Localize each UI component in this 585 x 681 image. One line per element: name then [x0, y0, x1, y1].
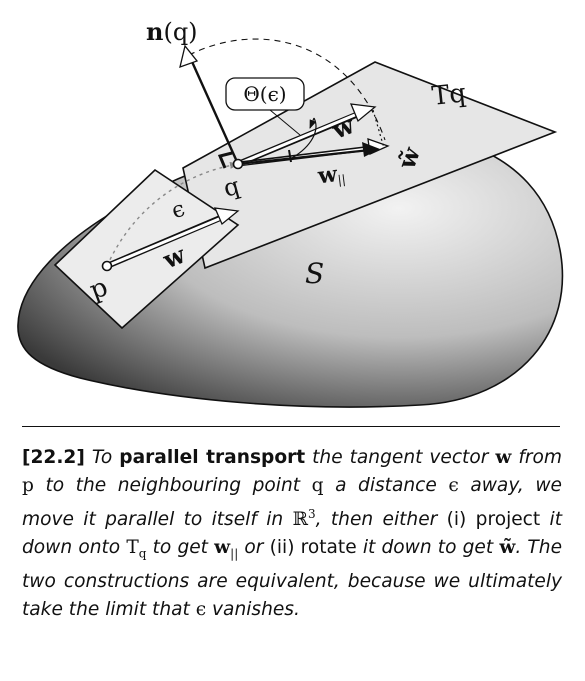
caption-number: [22.2] [22, 447, 85, 468]
caption-text-12: . The two constructions are equivalent, … [22, 537, 563, 620]
projection-line [372, 109, 385, 149]
caption-text-11: it down to get [356, 537, 500, 559]
caption-epsilon-2: ϵ [195, 598, 207, 620]
point-p-marker [101, 260, 113, 272]
caption-text-1: To [84, 447, 120, 468]
angle-label: Θ(ϵ) [243, 82, 286, 106]
caption-text-9: to get [146, 537, 215, 559]
normal-vector-head [179, 44, 199, 69]
caption-R-exp: 3 [307, 507, 316, 521]
caption-divider [22, 426, 560, 427]
vector-w-at-p-head [213, 207, 240, 226]
caption-w: w [495, 447, 512, 468]
caption-w-par-sub: || [230, 546, 239, 561]
figure-caption: [22.2] To parallel transport the tangent… [22, 444, 562, 624]
angle-label-box [225, 77, 305, 111]
caption-T-sub: q [138, 546, 147, 561]
caption-term: parallel transport [119, 447, 306, 468]
normal-vector [187, 54, 240, 165]
angle-label-leader [269, 109, 301, 136]
caption-option-1: (i) project [446, 509, 541, 531]
right-angle-marker [217, 151, 233, 169]
caption-text-5: a distance [323, 475, 449, 496]
vector-w-parallel-head [362, 142, 380, 157]
rotation-arc [188, 38, 386, 141]
caption-text-6: away, we move it parallel to itself in [22, 475, 562, 531]
caption-text-7: , then either [315, 509, 447, 531]
vector-w-at-q-head [349, 103, 377, 123]
plane-label-tq: Tq [431, 78, 468, 111]
caption-text-3: from [511, 447, 562, 468]
caption-R: ℝ [292, 509, 308, 531]
caption-text-4: to the neighbouring point [33, 475, 312, 496]
vector-w-parallel-label: w|| [316, 160, 347, 189]
caption-q: q [311, 475, 324, 496]
caption-text-10: or [238, 537, 270, 559]
point-q-label: q [220, 172, 242, 203]
vector-w-parallel [237, 148, 371, 166]
caption-p: p [22, 475, 34, 496]
caption-text-13: vanishes. [206, 598, 300, 620]
parallel-transport-diagram: n(q) Θ(ϵ) Tq S p q ϵ w w w̃ w|| [17, 17, 564, 408]
caption-option-2: (ii) rotate [269, 537, 357, 559]
point-q-marker [232, 158, 244, 170]
normal-label: n(q) [146, 17, 198, 46]
caption-w-par: w [214, 537, 231, 559]
surface-label: S [305, 257, 324, 290]
caption-text-8: it down onto [22, 509, 563, 559]
caption-text-2: the tangent vector [305, 447, 496, 468]
caption-w-tilde: w̃ [499, 537, 516, 559]
caption-T: T [126, 537, 139, 559]
caption-epsilon: ϵ [448, 475, 459, 496]
